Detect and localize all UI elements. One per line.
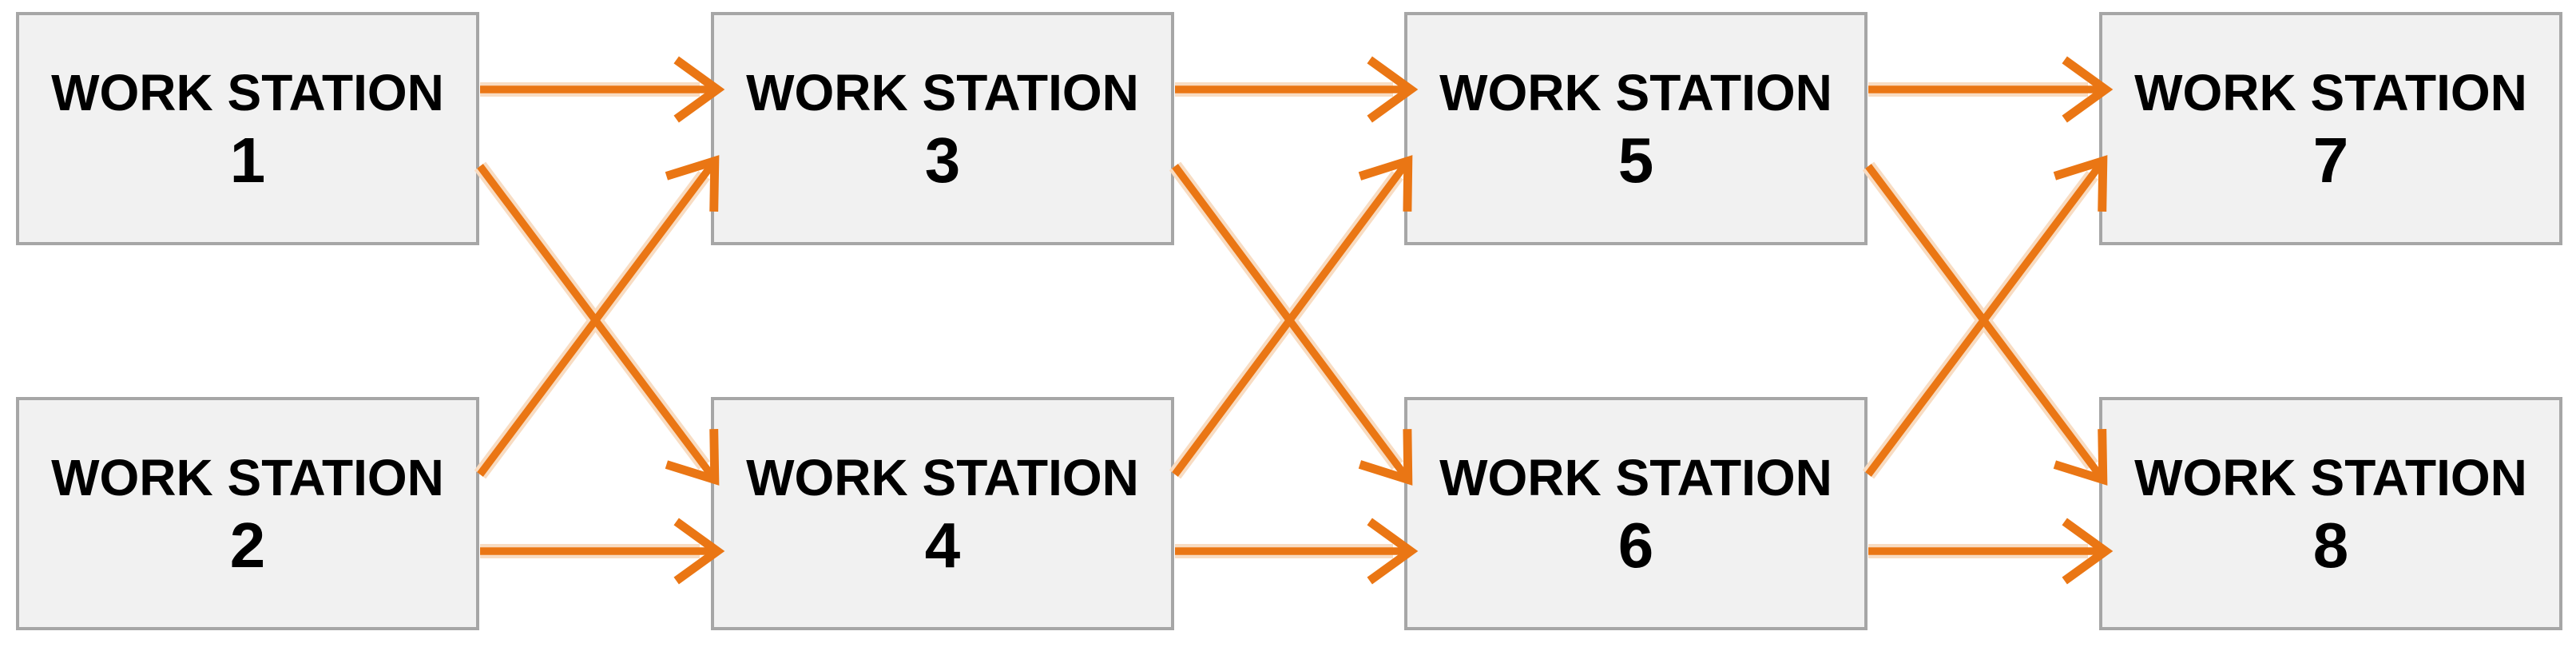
workstation-1-number: 1 (229, 124, 266, 196)
workstation-6-label: WORK STATION (1439, 449, 1832, 507)
workstation-2-box: WORK STATION 2 (16, 397, 479, 630)
workstation-5-label: WORK STATION (1439, 64, 1832, 122)
workstation-5-number: 5 (1617, 124, 1654, 196)
flow-arrow-halo-1-4 (474, 161, 710, 470)
flow-arrow-1-4 (477, 164, 720, 486)
flow-arrow-halo-3-6 (1169, 161, 1403, 470)
workstation-1-box: WORK STATION 1 (16, 12, 479, 245)
workstation-3-number: 3 (924, 124, 961, 196)
flow-arrow-3-6 (1172, 164, 1413, 486)
workstation-6-box: WORK STATION 6 (1404, 397, 1868, 630)
workstation-4-label: WORK STATION (746, 449, 1139, 507)
flow-arrow-halo-6-7 (1862, 170, 2098, 479)
flow-arrow-halo-2-3 (474, 170, 710, 479)
workstation-8-label: WORK STATION (2134, 449, 2527, 507)
workstation-5-box: WORK STATION 5 (1404, 12, 1868, 245)
workstation-4-box: WORK STATION 4 (711, 397, 1174, 630)
workstation-8-number: 8 (2312, 509, 2349, 581)
workstation-7-box: WORK STATION 7 (2099, 12, 2562, 245)
flow-arrow-halo-4-5 (1169, 170, 1403, 479)
flow-arrow-halo-5-8 (1862, 161, 2098, 470)
workstation-7-number: 7 (2312, 124, 2349, 196)
flow-arrow-5-8 (1865, 164, 2108, 486)
workstation-6-number: 6 (1617, 509, 1654, 581)
workstation-1-label: WORK STATION (51, 64, 444, 122)
workstation-3-label: WORK STATION (746, 64, 1139, 122)
workstation-2-label: WORK STATION (51, 449, 444, 507)
workstation-2-number: 2 (229, 509, 266, 581)
workstation-4-number: 4 (924, 509, 961, 581)
flow-arrow-2-3 (477, 155, 720, 477)
flow-arrow-6-7 (1865, 155, 2108, 477)
workstation-7-label: WORK STATION (2134, 64, 2527, 122)
workstation-8-box: WORK STATION 8 (2099, 397, 2562, 630)
workstation-3-box: WORK STATION 3 (711, 12, 1174, 245)
flow-arrow-4-5 (1172, 155, 1413, 477)
